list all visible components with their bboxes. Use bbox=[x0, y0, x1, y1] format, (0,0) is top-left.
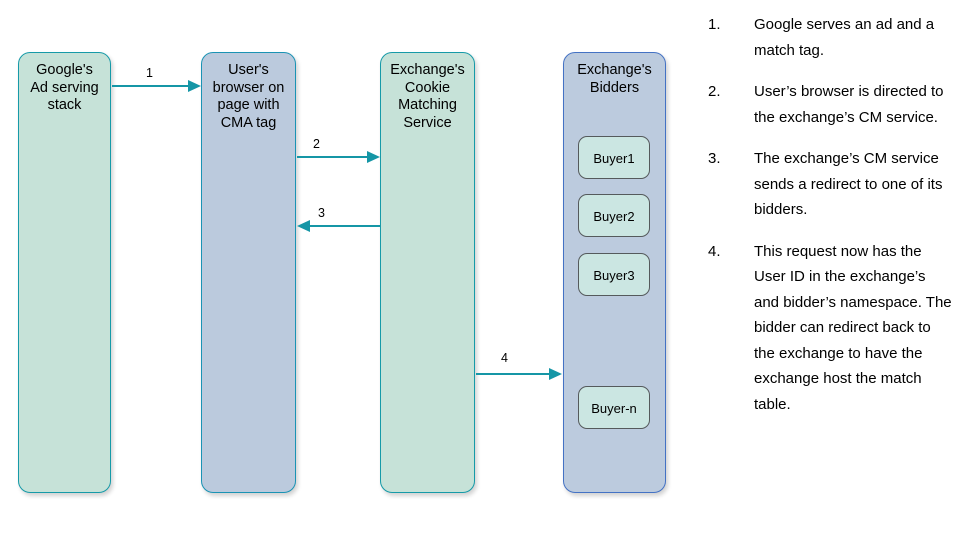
arrow-4-line bbox=[476, 373, 551, 375]
step-number-2: 2. bbox=[708, 83, 721, 100]
steps-list: 1. Google serves an ad and a match tag. … bbox=[708, 12, 952, 433]
node-exchange-bidders[interactable]: Exchange's Bidders Buyer1 Buyer2 Buyer3 … bbox=[563, 52, 666, 493]
arrow-1-line bbox=[112, 85, 190, 87]
node-google-ad-serving-stack[interactable]: Google's Ad serving stack bbox=[18, 52, 111, 493]
arrow-3-head-icon bbox=[297, 220, 310, 232]
step-text-2: User’s browser is directed to the exchan… bbox=[754, 83, 944, 126]
arrow-1-label: 1 bbox=[146, 66, 153, 80]
step-item-1: 1. Google serves an ad and a match tag. bbox=[708, 12, 952, 63]
arrow-2-line bbox=[297, 156, 369, 158]
arrow-4-head-icon bbox=[549, 368, 562, 380]
buyer-box-n[interactable]: Buyer-n bbox=[578, 386, 650, 429]
arrow-3-line bbox=[310, 225, 380, 227]
arrow-1-head-icon bbox=[188, 80, 201, 92]
node-google-label: Google's Ad serving stack bbox=[30, 62, 99, 113]
node-cms-label: Exchange's Cookie Matching Service bbox=[390, 62, 465, 131]
buyer-box-2[interactable]: Buyer2 bbox=[578, 194, 650, 237]
step-number-3: 3. bbox=[708, 150, 721, 167]
node-browser-label: User's browser on page with CMA tag bbox=[212, 62, 285, 131]
arrow-4-label: 4 bbox=[501, 351, 508, 365]
arrow-2-head-icon bbox=[367, 151, 380, 163]
node-user-browser[interactable]: User's browser on page with CMA tag bbox=[201, 52, 296, 493]
arrow-2-label: 2 bbox=[313, 137, 320, 151]
step-item-2: 2. User’s browser is directed to the exc… bbox=[708, 79, 952, 130]
step-item-3: 3. The exchange’s CM service sends a red… bbox=[708, 146, 952, 223]
node-bidders-label: Exchange's Bidders bbox=[577, 62, 652, 96]
node-exchange-cookie-matching-service[interactable]: Exchange's Cookie Matching Service bbox=[380, 52, 475, 493]
arrow-3-label: 3 bbox=[318, 206, 325, 220]
step-item-4: 4. This request now has the User ID in t… bbox=[708, 239, 952, 418]
step-text-3: The exchange’s CM service sends a redire… bbox=[754, 150, 943, 218]
step-text-1: Google serves an ad and a match tag. bbox=[754, 16, 935, 59]
step-text-4: This request now has the User ID in the … bbox=[754, 242, 952, 413]
step-number-1: 1. bbox=[708, 16, 721, 33]
buyer-box-3[interactable]: Buyer3 bbox=[578, 253, 650, 296]
buyer-box-1[interactable]: Buyer1 bbox=[578, 136, 650, 179]
step-number-4: 4. bbox=[708, 242, 721, 260]
